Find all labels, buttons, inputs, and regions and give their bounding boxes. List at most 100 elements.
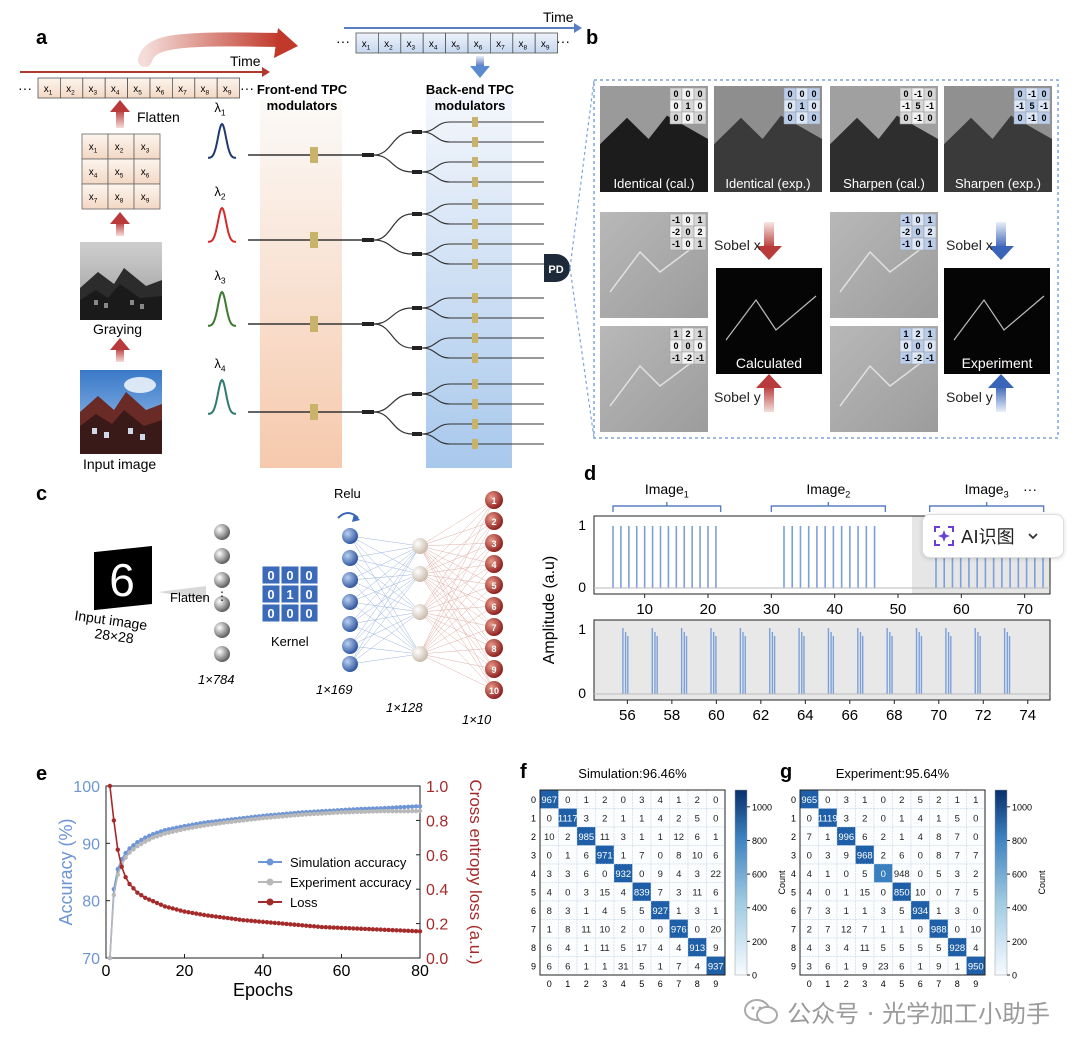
filter-image <box>830 86 938 192</box>
connection <box>419 573 495 670</box>
hidden-neuron-2 <box>412 604 428 620</box>
cm-cell-value: 2 <box>881 850 886 861</box>
hidden-neuron-1 <box>342 656 358 672</box>
c-flatten-arrow <box>158 586 206 600</box>
series-marker <box>198 912 203 917</box>
kernel-cell <box>923 111 937 125</box>
series-marker <box>256 816 262 821</box>
back-modulator <box>472 353 478 363</box>
grid-cell-label: x8 <box>115 192 124 205</box>
ai-recognize-button[interactable]: AI识图 <box>922 514 1064 558</box>
y-tick-label: 0 <box>578 685 586 701</box>
series-marker <box>256 919 262 924</box>
y-tick-label: 100 <box>73 779 100 796</box>
series-marker <box>131 847 136 852</box>
x-tick-label: 50 <box>890 601 907 618</box>
legend-label: Loss <box>290 895 318 910</box>
cm-cell-value: 5 <box>621 943 626 954</box>
lambda-label: λ3 <box>214 268 226 285</box>
cm-cell-value: 0 <box>658 850 663 861</box>
series-marker <box>241 818 246 823</box>
cm-row-label: 8 <box>791 943 796 953</box>
series-marker <box>111 892 117 898</box>
output-neuron <box>485 660 503 678</box>
cm-cell-value: 2 <box>936 795 941 806</box>
y-tick-label: 80 <box>82 894 100 911</box>
series-marker <box>143 839 148 844</box>
kernel-value: 1 <box>673 329 678 339</box>
kernel-cell <box>1037 111 1051 125</box>
splitter <box>412 432 422 436</box>
cm-cell-value: 0 <box>602 869 607 880</box>
cm-row-label: 0 <box>531 795 536 805</box>
connection <box>419 653 495 670</box>
kernel-value: -2 <box>914 353 922 363</box>
cm-cell-value: 10 <box>544 832 555 843</box>
grid-cell-label: x9 <box>141 192 150 205</box>
cm-cell-value: 5 <box>918 795 923 806</box>
cm-cell-value: 3 <box>584 887 589 898</box>
series-marker <box>417 804 423 809</box>
kernel-value: 0 <box>927 113 932 123</box>
cm-cell-value: 4 <box>844 943 849 954</box>
series-marker <box>319 811 325 816</box>
kernel-value: -1 <box>914 89 922 99</box>
cm-cell-value: 1 <box>584 961 589 972</box>
input-neuron <box>214 572 230 588</box>
y2-tick-label: 0.4 <box>426 882 448 899</box>
seq-cell-label: x9 <box>541 39 550 52</box>
series-marker <box>370 809 376 814</box>
splitter <box>412 252 422 256</box>
series-marker <box>249 918 254 924</box>
series-marker <box>343 925 348 931</box>
cm-cell-value: 7 <box>973 850 978 861</box>
splitter <box>362 238 374 242</box>
output-neuron <box>485 534 503 552</box>
waveguide-network <box>248 117 544 449</box>
cm-cell-value: 971 <box>597 850 613 861</box>
cm-cell-value: 988 <box>931 924 947 935</box>
back-end-band <box>426 94 512 468</box>
series-marker <box>311 811 317 817</box>
series-marker <box>315 924 321 929</box>
series-marker <box>127 850 132 855</box>
cm-cell-value: 11 <box>581 924 591 935</box>
connection <box>349 623 421 655</box>
series-marker <box>398 928 403 933</box>
kernel-value: 0 <box>673 89 678 99</box>
series-marker <box>198 824 203 829</box>
cm-cell-value: 9 <box>658 869 663 880</box>
colorbar-tick-label: 800 <box>752 836 767 846</box>
cm-cell-value: 850 <box>894 887 910 898</box>
cm-cell-value: 0 <box>918 869 923 880</box>
series-marker <box>402 808 407 814</box>
c-kernel-label: Kernel <box>271 634 309 649</box>
kernel-value: 1 <box>685 101 690 111</box>
connection <box>419 542 495 655</box>
splitter <box>412 346 422 350</box>
cm-cell-value: 10 <box>692 850 703 861</box>
colorbar-tick-label: 1000 <box>752 802 772 812</box>
kernel-value: -1 <box>914 113 922 123</box>
cm-cell-value: 3 <box>825 850 830 861</box>
edge-background <box>716 268 822 374</box>
wechat-icon <box>744 998 779 1024</box>
d-ylabel: Amplitude (a.u) <box>541 556 558 665</box>
colorbar-label: Count <box>1037 870 1047 895</box>
series-marker <box>154 900 160 906</box>
kernel-cell <box>299 584 319 604</box>
series-marker <box>394 805 399 810</box>
series-marker <box>347 926 352 931</box>
lambda-label: λ2 <box>214 184 226 201</box>
kernel-value: -1 <box>672 239 680 249</box>
filter-image-label: Sharpen (exp.) <box>955 176 1041 191</box>
cm-col-label: 5 <box>639 979 644 989</box>
cm-cell-value: 3 <box>825 943 830 954</box>
series-marker <box>409 804 415 809</box>
series-marker <box>292 922 297 927</box>
